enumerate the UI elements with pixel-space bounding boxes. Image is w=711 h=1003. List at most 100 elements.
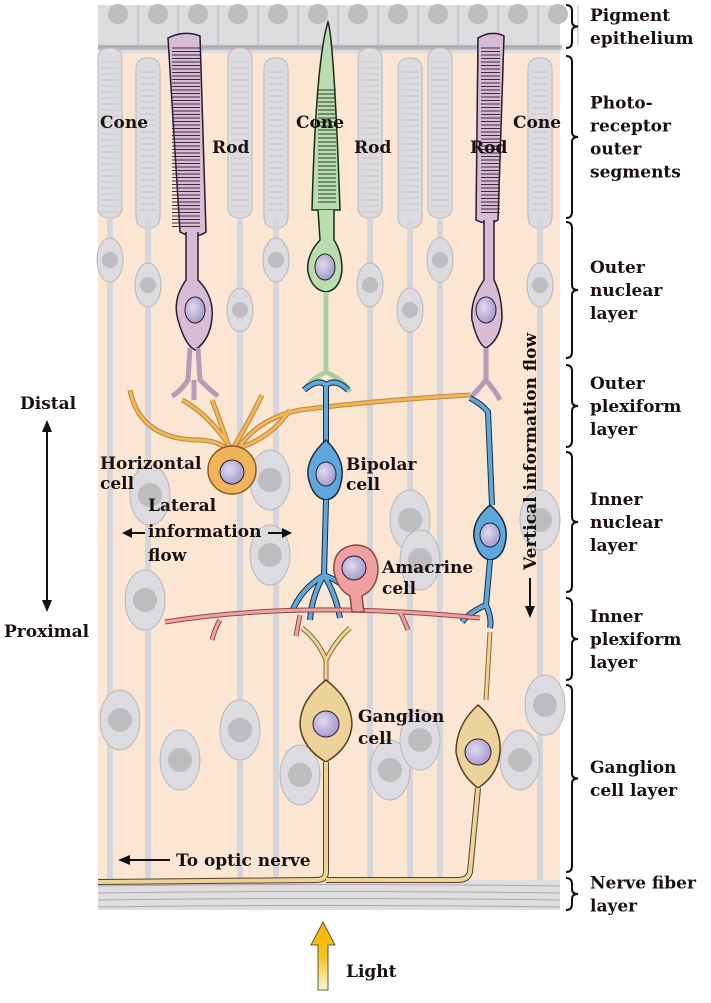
rod-cell-right [468,32,505,402]
background-cells [96,47,566,880]
background-cell-body [369,739,411,801]
label-horizontal-cell-line1: Horizontal [100,454,202,474]
background-cell-body [249,449,291,511]
label-light: Light [346,962,397,982]
background-photoreceptor [134,57,162,880]
pigment-cell-nucleus [428,4,448,24]
light-arrow-icon [310,921,336,991]
label-amacrine-cell-line2: cell [382,579,417,599]
background-cell-body [279,744,321,806]
layer-brace-icon [565,451,579,593]
label-cone-left: Cone [100,113,148,133]
background-cell-body [219,699,261,761]
label-rod-left: Rod [212,138,249,158]
layer-brace-icon [565,221,579,359]
label-rod-right: Rod [470,138,507,158]
label-lateral-line3: flow [148,546,187,566]
layer-label: Outer [590,374,646,394]
bipolar-cell-right [459,395,507,629]
layer-label: segments [590,163,681,183]
lateral-arrow-icon [122,528,292,538]
label-lateral-line2: information [148,522,261,542]
layer-brace-icon [565,4,579,49]
pigment-cell-nucleus [188,4,208,24]
cone-cell-middle [301,19,353,394]
layer-brace-icon [565,55,579,219]
layer-label: layer [590,536,638,556]
label-horizontal-cell-line2: cell [100,474,135,494]
amacrine-cell [164,544,481,641]
layer-label: nuclear [590,513,663,533]
label-amacrine-cell-line1: Amacrine [381,558,473,578]
pigment-cell-nucleus [388,4,408,24]
layer-label: layer [590,897,638,917]
label-distal: Distal [20,394,77,414]
label-cone-right: Cone [513,113,561,133]
pigment-cell-nucleus [508,4,528,24]
layer-label: layer [590,304,638,324]
layer-label: plexiform [590,397,681,417]
label-cone-middle: Cone [296,113,344,133]
layer-label: Pigment [590,6,670,26]
layer-label: cell layer [590,781,678,801]
pigment-cell-nucleus [148,4,168,24]
layer-label: Inner [590,607,643,627]
layer-label: Photo- [590,94,653,114]
layer-brace-icon [565,597,579,681]
layer-label: layer [590,653,638,673]
layer-brace-icon [565,684,579,873]
layer-label: Inner [590,490,643,510]
background-cell-body [159,729,201,791]
background-cell-body [499,729,541,791]
optic-nerve-axons [97,762,481,885]
layer-label: receptor [590,117,672,137]
layer-label: plexiform [590,630,681,650]
background-photoreceptor [96,47,124,880]
layer-brace-icon [565,364,579,448]
background-cell-body [129,464,171,526]
background-photoreceptor [426,47,454,880]
pigment-cell-nucleus [108,4,128,24]
pigment-cell-nucleus [468,4,488,24]
ganglion-cell-right [455,631,501,789]
nerve-fiber-layer [97,880,561,910]
background-cell-body [524,674,566,736]
pigment-cell-nucleus [548,4,568,24]
background-cell-body [99,689,141,751]
layer-label: epithelium [590,29,693,49]
distal-proximal-arrow-icon [42,420,52,612]
label-bipolar-cell-line2: cell [346,475,381,495]
label-lateral-line1: Lateral [148,496,217,516]
background-cell-body [519,489,561,551]
label-vertical-flow: Vertical information flow [521,332,541,571]
horizontal-cell [127,389,471,495]
ganglion-cell-left [299,626,353,763]
optic-nerve-arrow-icon [118,855,170,865]
background-cell-body [249,524,291,586]
rod-cell-left [167,32,220,400]
layer-brace-icon [565,877,579,911]
layer-label: Nerve fiber [590,874,697,894]
label-to-optic-nerve: To optic nerve [176,851,311,871]
pigment-cell-nucleus [228,4,248,24]
layer-label: Outer [590,258,646,278]
label-ganglion-cell-line1: Ganglion [358,707,444,727]
label-bipolar-cell-line1: Bipolar [346,455,418,475]
layer-label: nuclear [590,281,663,301]
label-proximal: Proximal [4,622,90,642]
label-rod-middle: Rod [354,138,391,158]
pigment-cell-nucleus [268,4,288,24]
background-photoreceptor [226,47,254,880]
layer-label: Ganglion [590,758,676,778]
background-cell-body [124,569,166,631]
pigment-cell-nucleus [308,4,328,24]
pigment-cell-nucleus [348,4,368,24]
background-cell-body [399,709,441,771]
layer-label: outer [590,140,642,160]
vertical-arrow-icon [525,578,535,618]
background-cell-body [399,529,441,591]
layer-label: layer [590,420,638,440]
layer-braces [565,4,579,911]
